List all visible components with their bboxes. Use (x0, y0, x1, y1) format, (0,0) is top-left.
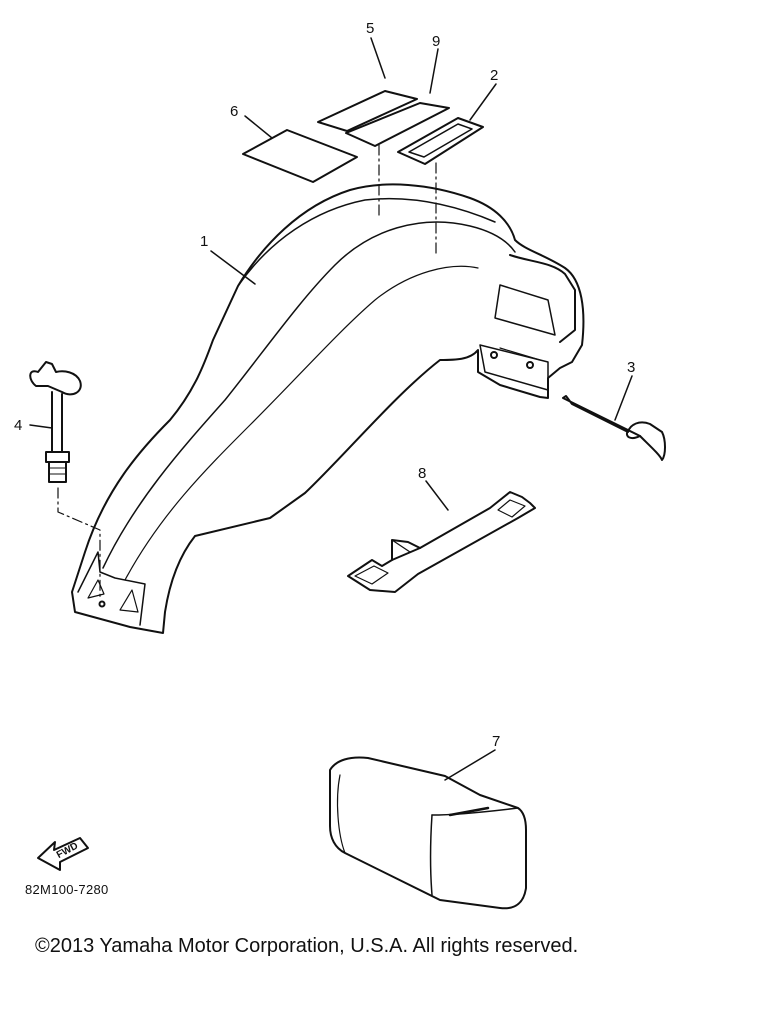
part-7-case (329, 756, 527, 910)
part-9-emblem (345, 102, 450, 147)
part-3-hook (562, 395, 666, 461)
part-6-pad (242, 129, 358, 183)
forward-arrow-icon (37, 837, 89, 871)
part-1-fender (71, 183, 585, 634)
callout-5: 5 (366, 20, 374, 37)
callout-1: 1 (200, 233, 208, 250)
callout-leaders (29, 37, 633, 781)
copyright-notice: ©2013 Yamaha Motor Corporation, U.S.A. A… (35, 935, 579, 957)
emblem-leader-lines (378, 144, 437, 256)
part-8-strap (347, 491, 536, 593)
callout-9: 9 (432, 33, 440, 50)
callout-7: 7 (492, 733, 500, 750)
callout-3: 3 (627, 359, 635, 376)
part-2-plate (397, 117, 484, 165)
part-4-bolt (29, 361, 82, 483)
part-5-emblem (317, 90, 418, 132)
bolt-leader-line (57, 487, 101, 601)
callout-4: 4 (14, 417, 22, 434)
callout-labels: 1 2 3 4 5 6 7 8 9 (14, 20, 635, 750)
diagram-reference-code: 82M100-7280 (25, 882, 109, 897)
callout-6: 6 (230, 103, 238, 120)
callout-8: 8 (418, 465, 426, 482)
callout-2: 2 (490, 67, 498, 84)
